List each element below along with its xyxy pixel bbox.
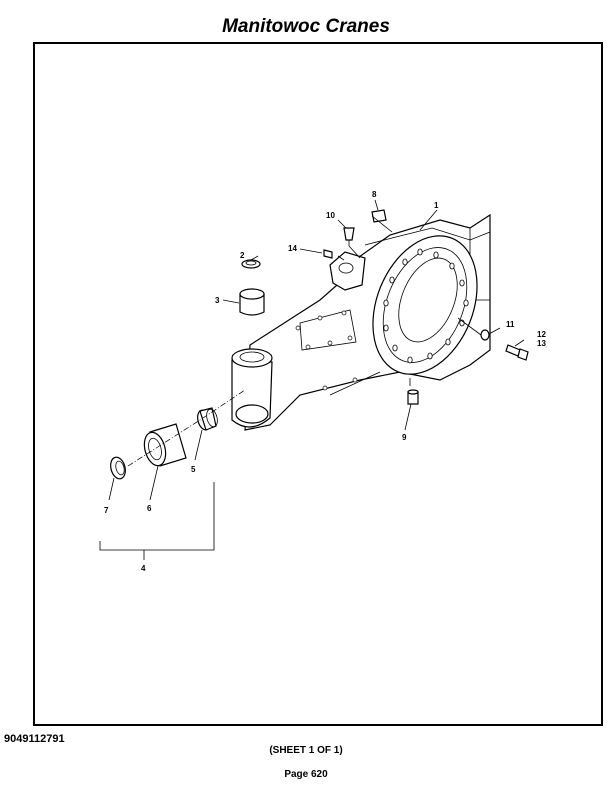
- page-title: Manitowoc Cranes: [222, 16, 390, 37]
- sleeve-part: [143, 423, 187, 467]
- callout-12: 12: [537, 330, 546, 339]
- bolt-part: [505, 344, 529, 361]
- seal-part: [110, 456, 126, 480]
- callout-2: 2: [240, 251, 245, 260]
- document-number: 9049112791: [4, 733, 65, 745]
- cap-part: [241, 259, 261, 269]
- fitting-part: [343, 227, 355, 246]
- callout-5: 5: [191, 465, 196, 474]
- drain-plug-part: [407, 389, 419, 405]
- drawing-frame: [33, 42, 603, 726]
- ring-part: [197, 407, 218, 431]
- bushing-part: [239, 288, 265, 316]
- washer-part: [480, 329, 490, 341]
- callout-10: 10: [326, 211, 335, 220]
- callout-11: 11: [506, 320, 515, 329]
- sheet-label: (SHEET 1 OF 1): [269, 745, 343, 756]
- callout-13: 13: [537, 339, 546, 348]
- grease-fitting-part: [323, 249, 333, 259]
- callout-1: 1: [434, 201, 439, 210]
- axle-housing-part: [231, 213, 491, 431]
- callout-3: 3: [215, 296, 220, 305]
- callout-6: 6: [147, 504, 152, 513]
- callout-4: 4: [141, 564, 146, 573]
- callout-14: 14: [288, 244, 297, 253]
- page-number: Page 620: [284, 769, 328, 780]
- callout-9: 9: [402, 433, 407, 442]
- callout-7: 7: [104, 506, 109, 515]
- plug-part: [371, 209, 387, 223]
- callout-8: 8: [372, 190, 377, 199]
